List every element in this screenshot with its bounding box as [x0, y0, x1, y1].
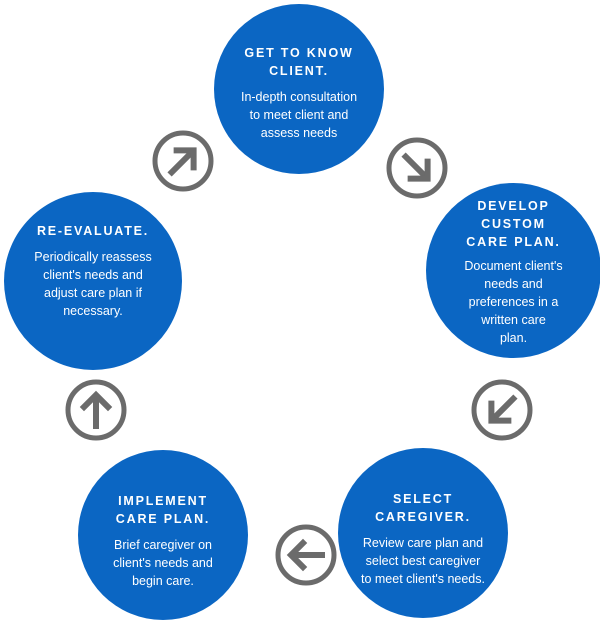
arrow-down-left-icon	[469, 377, 535, 443]
step-description: Periodically reassess client's needs and…	[34, 250, 152, 318]
arrow-down-right-glyph	[386, 137, 448, 199]
step-title: DEVELOP CUSTOM CARE PLAN.	[466, 199, 561, 249]
step-description: Review care plan and select best caregiv…	[361, 536, 485, 586]
arrow-left-icon	[273, 522, 339, 588]
step-description: Brief caregiver on client's needs and be…	[113, 538, 213, 588]
step-title: GET TO KNOW CLIENT.	[244, 46, 354, 78]
arrow-up-glyph	[65, 379, 127, 441]
arrow-down-right-icon	[384, 135, 450, 201]
step-description: In-depth consultation to meet client and…	[240, 90, 358, 140]
step-description: Document client's needs and preferences …	[464, 259, 563, 345]
step-implement-care-plan: IMPLEMENT CARE PLAN. Brief caregiver on …	[78, 450, 248, 620]
arrow-up-right-icon	[150, 128, 216, 194]
step-title: RE-EVALUATE.	[36, 224, 150, 238]
arrow-down-left-glyph	[471, 379, 533, 441]
step-title: SELECT CAREGIVER.	[375, 492, 471, 524]
step-re-evaluate: RE-EVALUATE. Periodically reassess clien…	[4, 192, 182, 370]
step-develop-custom-care-plan: DEVELOP CUSTOM CARE PLAN. Document clien…	[426, 183, 600, 358]
arrow-left-glyph	[275, 524, 337, 586]
arrow-up-icon	[63, 377, 129, 443]
step-title: IMPLEMENT CARE PLAN.	[115, 494, 211, 526]
step-select-caregiver: SELECT CAREGIVER. Review care plan and s…	[338, 448, 508, 618]
arrow-up-right-glyph	[152, 130, 214, 192]
step-get-to-know-client: GET TO KNOW CLIENT. In-depth consultatio…	[214, 4, 384, 174]
